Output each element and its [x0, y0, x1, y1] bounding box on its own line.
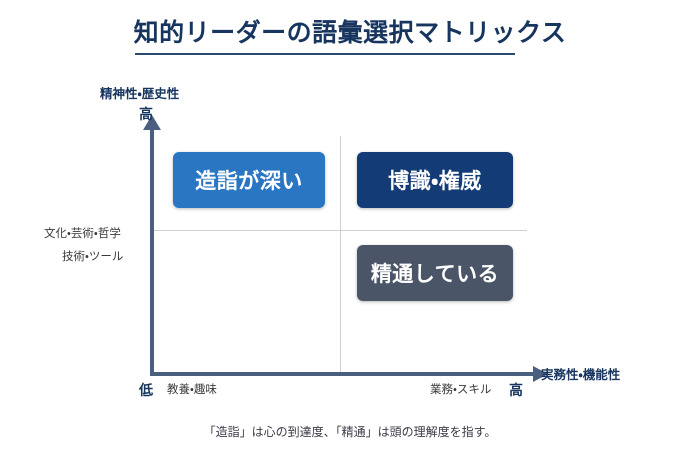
- x-axis-title: 実務性・機能性: [541, 368, 621, 382]
- y-axis-sublabel-technology: 技術・ツール: [62, 251, 124, 263]
- y-axis-high-label: 高: [139, 106, 153, 122]
- y-axis-line: [150, 128, 154, 376]
- y-axis-sublabel-culture: 文化・芸術・哲学: [44, 228, 121, 240]
- quadrant-label-authority: 博識・権威: [388, 170, 482, 193]
- y-axis-title: 精神性・歴史性: [100, 87, 180, 101]
- x-axis-high-label: 高: [509, 382, 523, 398]
- x-axis-sublabel-work: 業務・スキル: [430, 384, 492, 396]
- grid-line-horizontal: [152, 230, 527, 231]
- title-block: 知的リーダーの語彙選択マトリックス: [0, 18, 700, 48]
- y-axis-arrow-icon: [143, 115, 161, 130]
- x-axis-line: [150, 372, 535, 376]
- quadrant-box-erudite[interactable]: 造詣が深い: [173, 152, 325, 208]
- grid-line-vertical: [340, 136, 341, 376]
- page-title: 知的リーダーの語彙選択マトリックス: [133, 19, 567, 47]
- footnote-text: 「造詣」は心の到達度、「精通」は頭の理解度を指す。: [203, 425, 497, 439]
- quadrant-box-proficient[interactable]: 精通している: [357, 245, 513, 301]
- title-underline-rule: [135, 53, 515, 55]
- x-axis-low-label: 低: [139, 382, 153, 398]
- quadrant-label-proficient: 精通している: [370, 263, 500, 286]
- quadrant-box-authority[interactable]: 博識・権威: [357, 152, 513, 208]
- x-axis-arrow-icon: [533, 366, 548, 382]
- x-axis-sublabel-hobby: 教養・趣味: [167, 384, 217, 396]
- quadrant-label-erudite: 造詣が深い: [195, 170, 303, 193]
